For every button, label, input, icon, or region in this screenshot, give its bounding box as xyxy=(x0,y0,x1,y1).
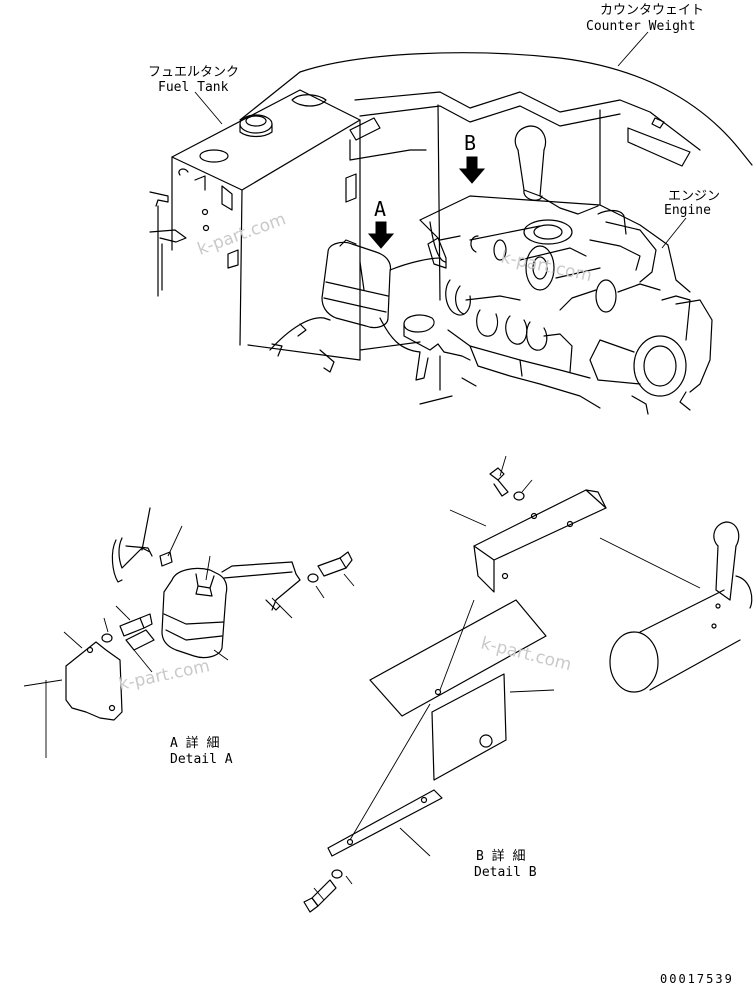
fuel-tank-label-en: Fuel Tank xyxy=(158,80,229,95)
counter-weight-label-en: Counter Weight xyxy=(586,19,696,34)
arrow-b xyxy=(458,156,486,184)
watermark-3: k-part.com xyxy=(117,656,212,695)
fuel-tank-drawing xyxy=(149,89,427,361)
detail-b-drawing xyxy=(303,455,753,913)
arrow-a xyxy=(367,221,395,249)
arrow-a-label: A xyxy=(374,197,386,221)
counter-weight-outline xyxy=(239,52,753,301)
detail-a-title-jp: A 詳 細 xyxy=(170,735,219,751)
counter-weight-label-jp: カウンタウェイト xyxy=(600,3,704,18)
engine-label-jp: エンジン xyxy=(668,189,720,204)
counter-weight-leader xyxy=(617,31,649,67)
detail-a-title-en: Detail A xyxy=(170,752,233,767)
detail-b-title-en: Detail B xyxy=(474,865,537,880)
arrow-b-label: B xyxy=(464,131,476,155)
sub-tank-overview xyxy=(321,239,441,353)
fuel-tank-label-jp: フュエルタンク xyxy=(148,65,239,80)
fuel-tank-leader xyxy=(194,91,223,125)
watermark-4: k-part.com xyxy=(479,633,574,675)
engine-drawing xyxy=(403,125,713,415)
detail-a-drawing xyxy=(23,507,355,758)
watermark-group: k-part.com k-part.com k-part.com k-part.… xyxy=(117,209,594,695)
engine-label-en: Engine xyxy=(664,203,711,218)
detail-b-title-jp: B 詳 細 xyxy=(476,848,525,864)
drawing-number: 00017539 xyxy=(660,972,734,986)
frame-left xyxy=(269,317,335,373)
